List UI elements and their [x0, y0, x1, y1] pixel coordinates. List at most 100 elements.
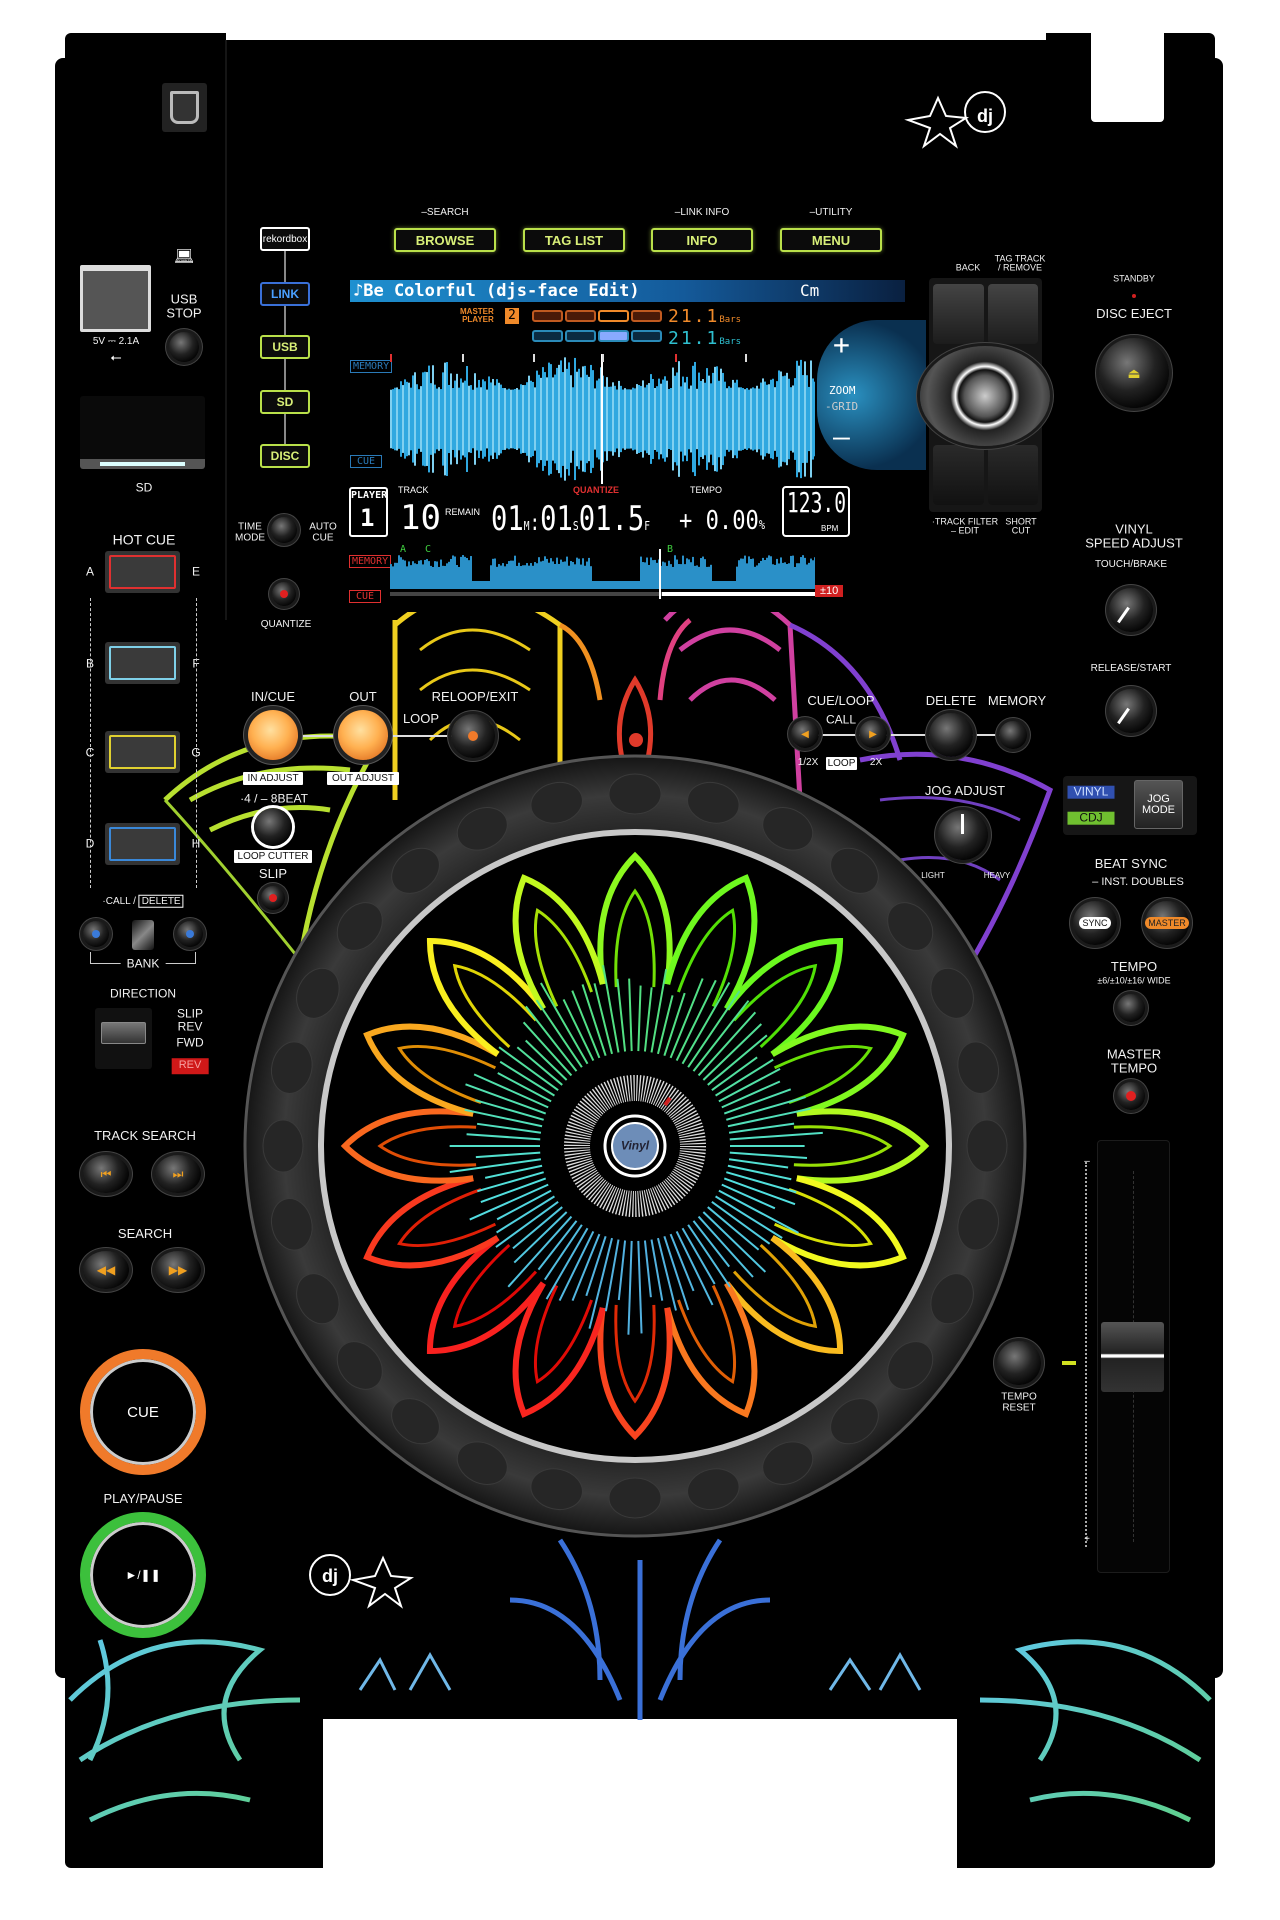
bank-next-button[interactable]: [177, 921, 203, 947]
loop-out-button[interactable]: [338, 710, 388, 760]
bank-prev-button[interactable]: [83, 921, 109, 947]
source-disc-button[interactable]: DISC: [260, 444, 310, 468]
hot-cue-pad-d[interactable]: [105, 823, 180, 865]
overview-bar: [502, 563, 504, 589]
flower-petal-inner: [732, 1243, 818, 1329]
bank-button[interactable]: [132, 920, 154, 950]
track-filter-button[interactable]: [933, 445, 984, 505]
progress-remaining: [662, 592, 815, 596]
display-screen: ♪Be Colorful (djs-face Edit) Cm MASTER P…: [345, 274, 926, 612]
source-sd-button[interactable]: SD: [260, 390, 310, 414]
memory-label: MEMORY: [350, 360, 393, 373]
memory-button[interactable]: [999, 721, 1027, 749]
quantize-button[interactable]: [272, 582, 296, 606]
cue-loop-call-prev-button[interactable]: ◀: [791, 720, 819, 748]
flower-ray: [581, 984, 607, 1056]
reloop-exit-button[interactable]: [451, 714, 495, 758]
sync-button[interactable]: SYNC: [1073, 901, 1117, 945]
overview-bar: [780, 557, 782, 589]
waveform-bar: [768, 384, 770, 454]
delete-button[interactable]: [929, 713, 973, 757]
overview-bar: [500, 565, 502, 589]
waveform-overview[interactable]: [390, 549, 815, 604]
flower-ray: [657, 1237, 677, 1311]
jog-bump: [391, 1398, 440, 1445]
bpm-box: [782, 486, 850, 537]
master-tempo-button[interactable]: [1117, 1082, 1145, 1110]
flower-ray: [721, 1183, 776, 1210]
waveform-bar: [656, 386, 658, 452]
back-button[interactable]: [933, 284, 984, 344]
disc-eject-button[interactable]: ⏏: [1099, 338, 1169, 408]
overview-bar: [792, 555, 794, 589]
master-button[interactable]: MASTER: [1145, 901, 1189, 945]
overview-bar: [508, 561, 510, 589]
overview-bar: [448, 561, 450, 589]
flower-ray: [525, 1039, 568, 1081]
tempo-reset-button[interactable]: [997, 1341, 1041, 1385]
overview-bar: [576, 557, 578, 589]
slip-button[interactable]: [261, 886, 285, 910]
tag-track-button[interactable]: [988, 284, 1038, 344]
search-rewind-button[interactable]: ◀◀: [83, 1251, 129, 1289]
overview-bar: [684, 564, 686, 589]
hot-cue-pad-c[interactable]: [105, 731, 180, 773]
overview-bar: [608, 581, 610, 589]
loop-4-8-beat-button[interactable]: [254, 808, 292, 846]
cue-button[interactable]: CUE: [80, 1349, 206, 1475]
tempo-range-button[interactable]: [1117, 994, 1145, 1022]
overview-bar: [404, 560, 406, 589]
flower-petal-inner: [397, 1044, 497, 1104]
waveform-bar: [558, 364, 560, 474]
jog-wheel[interactable]: [243, 754, 1027, 1538]
direction-lever[interactable]: [95, 1008, 152, 1069]
sd-slot[interactable]: [80, 396, 205, 469]
jog-bump: [391, 847, 440, 894]
tempo-fader-handle[interactable]: [1101, 1321, 1164, 1392]
overview-bar: [726, 581, 728, 589]
waveform-bar: [594, 388, 596, 450]
play-pause-button[interactable]: ►/❚❚: [80, 1512, 206, 1638]
reloop-exit-label: RELOOP/EXIT: [431, 689, 519, 705]
overview-bar: [442, 565, 444, 589]
search-forward-button[interactable]: ▶▶: [155, 1251, 201, 1289]
overview-bar: [474, 581, 476, 589]
waveform-bar: [590, 364, 592, 474]
rotary-selector-knob[interactable]: [920, 346, 1050, 446]
usb-port[interactable]: [80, 265, 151, 332]
usb-stop-button[interactable]: [169, 332, 199, 362]
touch-brake-knob[interactable]: [1109, 588, 1153, 632]
track-search-label: TRACK SEARCH: [94, 1128, 196, 1144]
browse-button[interactable]: BROWSE: [394, 228, 496, 252]
tag-list-button[interactable]: TAG LIST: [523, 228, 625, 252]
source-link-button[interactable]: LINK: [260, 282, 310, 306]
release-start-knob[interactable]: [1109, 689, 1153, 733]
source-usb-button[interactable]: USB: [260, 335, 310, 359]
short-cut-button[interactable]: [988, 445, 1038, 505]
hot-cue-pad-a[interactable]: [105, 551, 180, 593]
zoom-plus[interactable]: +: [833, 328, 850, 361]
jog-adjust-knob[interactable]: [938, 810, 988, 860]
overview-bar: [718, 581, 720, 589]
waveform-bar: [494, 385, 496, 453]
flower-ray: [718, 1189, 799, 1234]
waveform-bar: [470, 385, 472, 453]
overview-bar: [466, 557, 468, 589]
track-search-next-button[interactable]: ⏭: [155, 1155, 201, 1193]
zoom-minus[interactable]: –: [833, 420, 850, 453]
info-button[interactable]: INFO: [651, 228, 753, 252]
flower-ray: [535, 999, 583, 1068]
waveform-bar: [464, 380, 466, 458]
menu-button[interactable]: MENU: [780, 228, 882, 252]
hot-cue-pad-b[interactable]: [105, 642, 180, 684]
time-mode-button[interactable]: [271, 517, 297, 543]
overview-bar: [782, 562, 784, 589]
jog-mode-button[interactable]: JOG MODE: [1134, 780, 1183, 829]
zoom-grid-control[interactable]: [817, 320, 926, 470]
source-rekordbox-button[interactable]: rekordbox: [260, 227, 310, 251]
cue-loop-call-next-button[interactable]: ▶: [859, 720, 887, 748]
loop-in-button[interactable]: [248, 710, 298, 760]
beat-grid-mark: [675, 354, 677, 362]
track-search-prev-button[interactable]: ⏮: [83, 1155, 129, 1193]
waveform-bar: [678, 361, 680, 477]
